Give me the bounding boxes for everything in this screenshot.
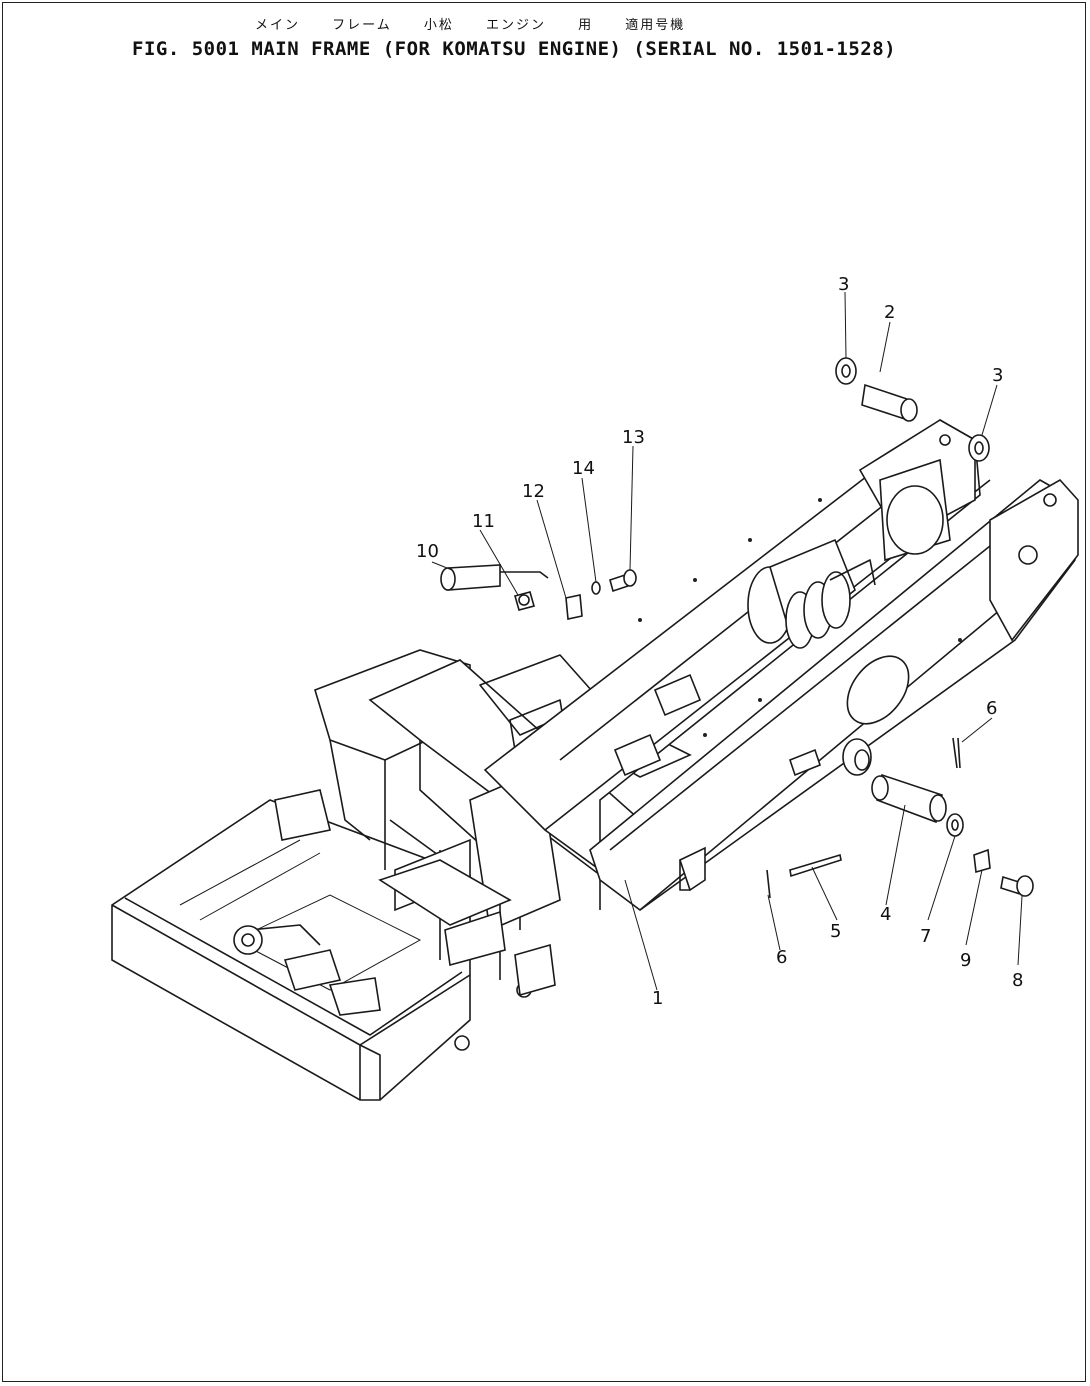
callout-3-left: 3	[838, 274, 849, 295]
front-frame-box	[111, 789, 532, 1101]
figure-title: FIG. 5001 MAIN FRAME (FOR KOMATSU ENGINE…	[132, 38, 897, 60]
part-11-fitting	[514, 591, 535, 611]
part-5-rod	[789, 853, 842, 878]
callout-14: 14	[572, 458, 595, 479]
callout-4: 4	[880, 904, 891, 925]
callout-8: 8	[1012, 970, 1023, 991]
callout-3-right: 3	[992, 365, 1003, 386]
part-6-cotter-right	[952, 737, 961, 769]
callout-6-right: 6	[986, 698, 997, 719]
callout-11: 11	[472, 511, 495, 532]
part-2-pin	[861, 383, 918, 422]
part-13-bolt	[609, 569, 637, 593]
callout-7: 7	[920, 926, 931, 947]
part-4-pin	[842, 738, 947, 824]
part-8-bolt	[1000, 875, 1034, 897]
part-7-washer	[946, 813, 964, 837]
callout-5: 5	[830, 921, 841, 942]
part-3-bushing-left	[835, 357, 857, 385]
callout-10: 10	[416, 541, 439, 562]
side-rails	[483, 419, 1079, 911]
callout-2: 2	[884, 302, 895, 323]
title-japanese: メイン フレーム 小松 エンジン 用 適用号機	[255, 18, 686, 33]
callout-6-left: 6	[776, 947, 787, 968]
callout-labels: 3 2 3 13 14 12 11 10 6 6 5 4 7 9 8 1	[416, 274, 1023, 1009]
part-6-cotter-left	[766, 869, 771, 899]
callout-1: 1	[652, 988, 663, 1009]
part-10-pin	[440, 564, 549, 591]
callout-12: 12	[522, 481, 545, 502]
part-3-bushing-right	[968, 434, 990, 462]
callout-13: 13	[622, 427, 645, 448]
callout-9: 9	[960, 950, 971, 971]
part-14-washer	[591, 581, 601, 595]
leader-lines	[431, 291, 1023, 991]
part-9-lockplate	[973, 848, 991, 874]
part-12-plate	[565, 594, 583, 620]
